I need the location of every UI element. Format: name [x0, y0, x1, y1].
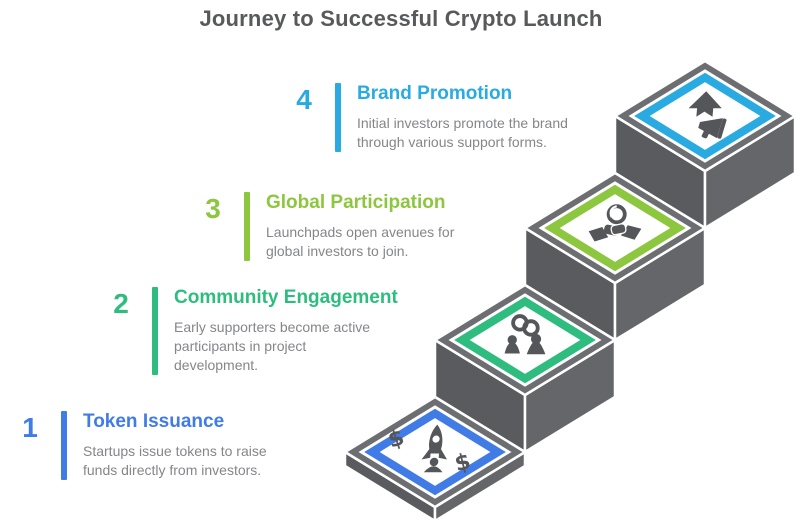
step-4-content: Brand Promotion Initial investors promot…: [357, 83, 568, 152]
svg-text:$: $: [385, 424, 408, 453]
step-1-content: Token Issuance Startups issue tokens to …: [83, 411, 267, 480]
step-4-text-block: 4 Brand Promotion Initial investors prom…: [284, 83, 568, 152]
step-3-title: Global Participation: [266, 192, 446, 213]
step-3-content: Global Participation Launchpads open ave…: [266, 192, 454, 261]
step-4-accent-bar: [335, 83, 341, 152]
step-2-text-block: 2 Community Engagement Early supporters …: [101, 287, 398, 375]
stair-step-3: [523, 171, 707, 342]
arrow-megaphone-icon: [688, 91, 727, 139]
step-1-accent-bar: [61, 411, 67, 480]
step-1-text-block: 1 Token Issuance Startups issue tokens t…: [10, 411, 267, 480]
step-1-title: Token Issuance: [83, 411, 225, 432]
community-people-icon: [504, 314, 546, 355]
step-1-number: 1: [22, 412, 38, 443]
svg-text:$: $: [452, 448, 473, 477]
step-4-description: Initial investors promote the brand thro…: [357, 114, 568, 150]
globe-handshake-icon: [588, 204, 642, 242]
step-1-description: Startups issue tokens to raise funds dir…: [83, 442, 267, 478]
rocket-dollar-icon: $ $: [385, 424, 473, 477]
step-4-number: 4: [296, 84, 312, 115]
step-3-description: Launchpads open avenues for global inves…: [266, 223, 455, 259]
page-title: Journey to Successful Crypto Launch: [199, 6, 603, 31]
step-2-description: Early supporters become active participa…: [174, 318, 371, 373]
step-2-content: Community Engagement Early supporters be…: [174, 287, 398, 375]
step-2-number: 2: [113, 288, 129, 319]
step-2-title: Community Engagement: [174, 287, 398, 308]
stair-step-4: [613, 59, 797, 230]
step-3-number: 3: [205, 193, 221, 224]
step-4-title: Brand Promotion: [357, 83, 513, 104]
step-3-text-block: 3 Global Participation Launchpads open a…: [193, 192, 454, 261]
stair-step-2: [433, 283, 617, 454]
step-2-accent-bar: [152, 287, 158, 375]
stair-step-1: $ $: [343, 395, 527, 523]
step-3-accent-bar: [244, 192, 250, 261]
